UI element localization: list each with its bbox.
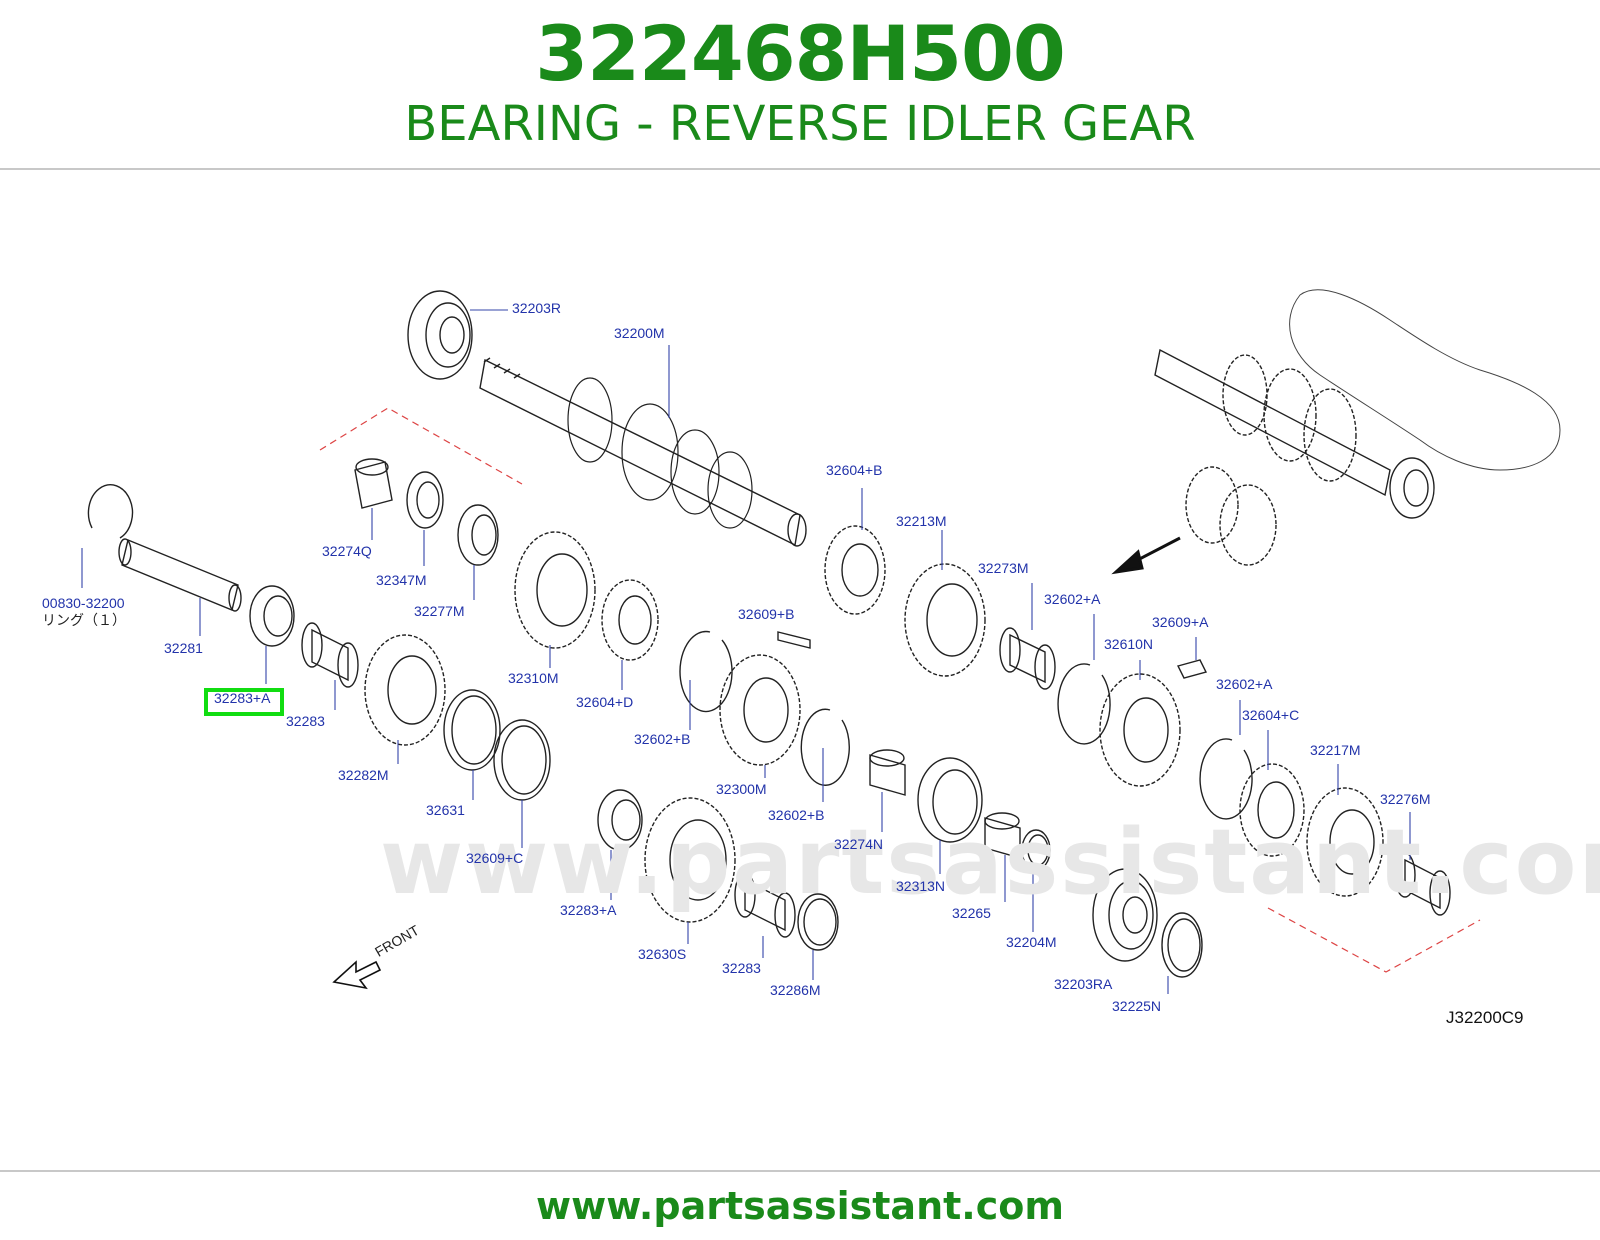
- callout-32310M[interactable]: 32310M: [508, 670, 559, 686]
- header-divider: [0, 168, 1600, 170]
- callout-32602A-2[interactable]: 32602+A: [1216, 676, 1273, 692]
- callout-00830-32200[interactable]: 00830-32200: [42, 595, 125, 611]
- bushing-32274Q: [354, 458, 393, 509]
- callout-32217M[interactable]: 32217M: [1310, 742, 1361, 758]
- callout-32203RA[interactable]: 32203RA: [1054, 976, 1113, 992]
- callout-32281[interactable]: 32281: [164, 640, 203, 656]
- callout-32602B-2[interactable]: 32602+B: [768, 807, 825, 823]
- ring-32609C: [493, 719, 551, 801]
- needle-bearing-32283-lower: [734, 872, 796, 938]
- main-shaft-32200M: [479, 357, 807, 547]
- callout-32604B[interactable]: 32604+B: [826, 462, 883, 478]
- watermark-text: www.partsassistant.com: [380, 810, 1600, 915]
- snap-ring-00830-32200: [87, 484, 134, 539]
- leader-lines: [81, 309, 1411, 994]
- assembly-overview: [1154, 289, 1561, 566]
- bushing-32265: [984, 812, 1021, 859]
- part-number-title: 322468H500: [535, 9, 1066, 98]
- callout-32204M[interactable]: 32204M: [1006, 934, 1057, 950]
- callout-32609C[interactable]: 32609+C: [466, 850, 524, 866]
- callout-32282M[interactable]: 32282M: [338, 767, 389, 783]
- washer-32225N: [1161, 912, 1203, 978]
- callout-32631[interactable]: 32631: [426, 802, 465, 818]
- page-header: 322468H500 BEARING - REVERSE IDLER GEAR: [0, 0, 1600, 170]
- washer-32286M: [797, 893, 839, 951]
- hub-32604D: [601, 579, 659, 661]
- snap-ring-32602A-a: [1057, 663, 1111, 745]
- washer-32204M: [1021, 829, 1051, 871]
- callout-32200M[interactable]: 32200M: [614, 325, 665, 341]
- callout-32300M[interactable]: 32300M: [716, 781, 767, 797]
- callout-32313N[interactable]: 32313N: [896, 878, 946, 894]
- reverse-idler-gear-32282M: [364, 634, 446, 746]
- callout-32283A-lower[interactable]: 32283+A: [560, 902, 617, 918]
- hub-32604B: [824, 525, 886, 615]
- needle-bearing-32283-left: [301, 622, 359, 688]
- key-32609A: [1176, 659, 1208, 679]
- snap-ring-32602B-a: [679, 630, 733, 713]
- front-arrow-icon: [332, 960, 382, 990]
- callout-32610N[interactable]: 32610N: [1104, 636, 1154, 652]
- callout-32609B[interactable]: 32609+B: [738, 606, 795, 622]
- gear-32213M: [904, 563, 986, 677]
- gear-32310M: [514, 531, 596, 649]
- snap-ring-32602B-b: [800, 708, 850, 786]
- exploded-parts-diagram: www.partsassistant.com 32203R 32200M 326…: [0, 170, 1600, 1170]
- callout-00830-sub: リング（１）: [42, 612, 126, 628]
- needle-bearing-32273M: [999, 627, 1056, 690]
- callout-32274Q[interactable]: 32274Q: [322, 543, 372, 559]
- bushing-32274N: [869, 749, 906, 796]
- callout-32213M[interactable]: 32213M: [896, 513, 947, 529]
- diagram-reference-code: J32200C9: [1446, 1008, 1524, 1027]
- gear-32610N: [1099, 673, 1181, 787]
- callout-32604C[interactable]: 32604+C: [1242, 707, 1300, 723]
- bearing-32203R: [407, 290, 473, 380]
- gear-32630S: [644, 797, 736, 923]
- footer-website-link[interactable]: www.partsassistant.com: [536, 1184, 1064, 1228]
- callout-32277M[interactable]: 32277M: [414, 603, 465, 619]
- ring-32631: [443, 689, 501, 771]
- assembly-arrow: [1111, 536, 1181, 575]
- idler-shaft-32281: [118, 538, 242, 612]
- callout-32273M[interactable]: 32273M: [978, 560, 1029, 576]
- washer-32283A-left: [249, 585, 295, 647]
- callout-32283-left[interactable]: 32283: [286, 713, 325, 729]
- callout-32274N[interactable]: 32274N: [834, 836, 884, 852]
- callout-32347M[interactable]: 32347M: [376, 572, 427, 588]
- needle-bearing-32276M: [1394, 852, 1451, 916]
- callout-32225N[interactable]: 32225N: [1112, 998, 1162, 1014]
- hub-32604C: [1239, 763, 1305, 857]
- callout-32602B-1[interactable]: 32602+B: [634, 731, 691, 747]
- key-32609B: [777, 631, 811, 649]
- callout-32283A-selected[interactable]: 32283+A: [214, 690, 271, 706]
- guide-lines: [319, 407, 1481, 973]
- callout-32604D[interactable]: 32604+D: [576, 694, 634, 710]
- footer-divider: [0, 1170, 1600, 1172]
- part-name-subtitle: BEARING - REVERSE IDLER GEAR: [404, 96, 1196, 152]
- selected-part-highlight: [204, 688, 284, 716]
- sleeve-32313N: [917, 757, 983, 843]
- diagram-drawing: [81, 289, 1561, 994]
- washer-32283A-lower: [597, 789, 643, 851]
- needle-bearing-32277M: [457, 504, 499, 566]
- callout-32283-lower[interactable]: 32283: [722, 960, 761, 976]
- snap-ring-32602A-b: [1199, 738, 1253, 820]
- callout-32265[interactable]: 32265: [952, 905, 991, 921]
- callout-32286M[interactable]: 32286M: [770, 982, 821, 998]
- callout-32630S[interactable]: 32630S: [638, 946, 687, 962]
- callout-32203R[interactable]: 32203R: [512, 300, 562, 316]
- callout-32609A[interactable]: 32609+A: [1152, 614, 1209, 630]
- washer-32347M: [406, 471, 444, 529]
- callout-32602A-1[interactable]: 32602+A: [1044, 591, 1101, 607]
- callout-32276M[interactable]: 32276M: [1380, 791, 1431, 807]
- gear-32217M: [1306, 787, 1384, 897]
- bearing-32203RA: [1092, 868, 1158, 962]
- gear-32300M: [719, 654, 801, 766]
